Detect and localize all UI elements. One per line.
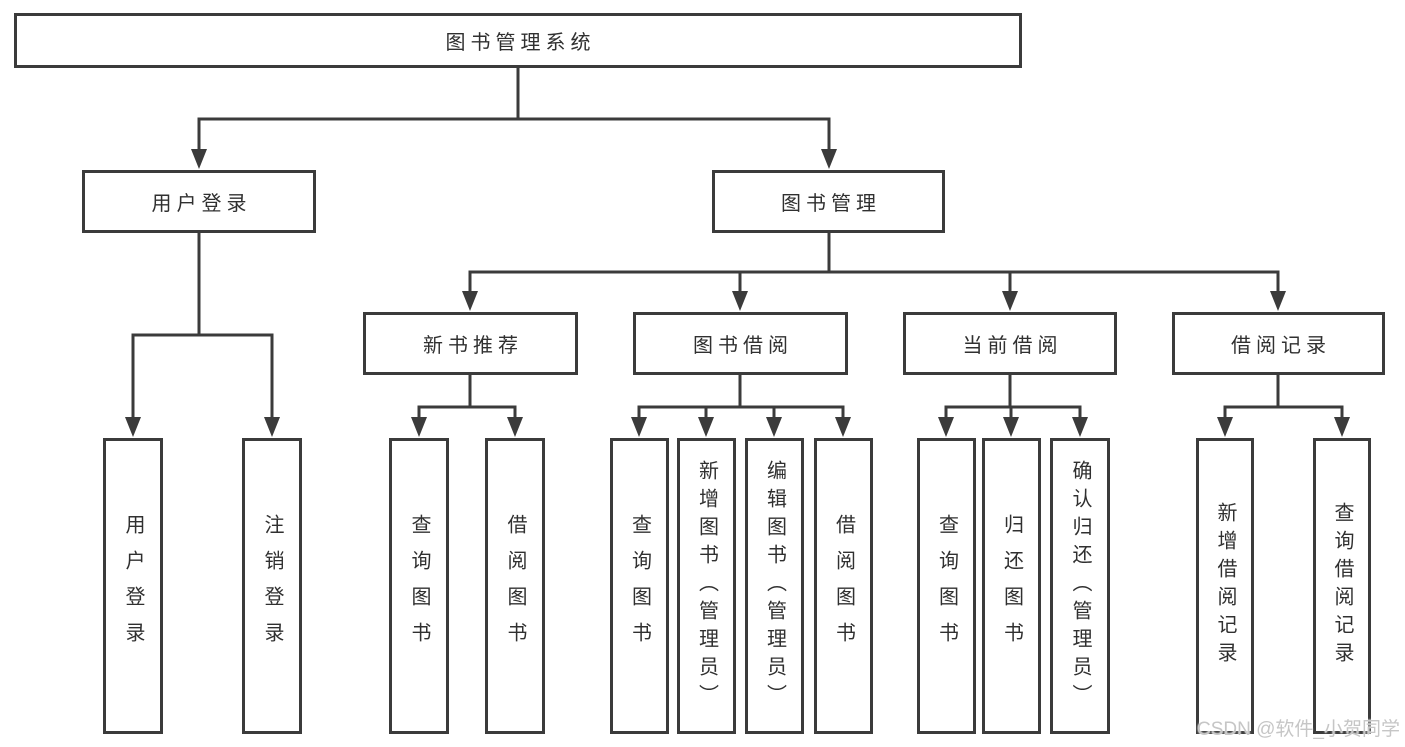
leaf-current-return-books-label: 归还图书 bbox=[1000, 514, 1023, 658]
connector-root-to-level2 bbox=[191, 68, 837, 169]
leaf-records-add-record: 新增借阅记录 bbox=[1196, 438, 1254, 734]
arrowhead bbox=[1072, 417, 1088, 437]
leaf-recommend-query-books-label: 查询图书 bbox=[408, 514, 430, 658]
node-root: 图书管理系统 bbox=[14, 13, 1022, 68]
leaf-logout: 注销登录 bbox=[242, 438, 302, 734]
arrowhead bbox=[125, 417, 141, 437]
arrowhead bbox=[191, 149, 207, 169]
leaf-recommend-query-books: 查询图书 bbox=[389, 438, 449, 734]
leaf-borrow-borrow-books: 借阅图书 bbox=[814, 438, 873, 734]
arrowhead bbox=[821, 149, 837, 169]
connector-management-to-sections bbox=[462, 233, 1286, 311]
connector-records-to-children bbox=[1217, 375, 1350, 437]
leaf-borrow-edit-books-admin: 编辑图书（管理员） bbox=[745, 438, 804, 734]
node-borrow-records-label: 借阅记录 bbox=[1231, 335, 1331, 357]
arrowhead bbox=[462, 291, 478, 311]
arrowhead bbox=[507, 417, 523, 437]
leaf-user-login: 用户登录 bbox=[103, 438, 163, 734]
node-borrow-records: 借阅记录 bbox=[1172, 312, 1385, 375]
arrowhead bbox=[732, 291, 748, 311]
node-user-login: 用户登录 bbox=[82, 170, 316, 233]
leaf-borrow-borrow-books-label: 借阅图书 bbox=[832, 514, 855, 658]
connector-recommend-to-children bbox=[411, 375, 523, 437]
connector-login-to-children bbox=[125, 233, 280, 437]
leaf-borrow-query-books: 查询图书 bbox=[610, 438, 669, 734]
arrowhead bbox=[631, 417, 647, 437]
arrowhead bbox=[1334, 417, 1350, 437]
node-root-label: 图书管理系统 bbox=[445, 32, 596, 54]
leaf-current-confirm-return-admin-label: 确认归还（管理员） bbox=[1069, 460, 1091, 712]
leaf-borrow-add-books-admin-label: 新增图书（管理员） bbox=[695, 460, 718, 712]
arrowhead bbox=[411, 417, 427, 437]
leaf-records-query-record: 查询借阅记录 bbox=[1313, 438, 1371, 734]
node-current-borrow-label: 当前借阅 bbox=[962, 335, 1063, 357]
csdn-watermark: CSDN @软件_小贺同学 bbox=[1197, 719, 1400, 740]
arrowhead bbox=[1217, 417, 1233, 437]
connector-borrow-to-children bbox=[631, 375, 851, 437]
arrowhead bbox=[264, 417, 280, 437]
node-book-management: 图书管理 bbox=[712, 170, 945, 233]
node-book-borrow-label: 图书借阅 bbox=[693, 335, 793, 357]
node-new-book-recommend-label: 新书推荐 bbox=[423, 335, 523, 357]
arrowhead bbox=[1270, 291, 1286, 311]
leaf-records-query-record-label: 查询借阅记录 bbox=[1331, 502, 1353, 670]
arrowhead bbox=[766, 417, 782, 437]
node-new-book-recommend: 新书推荐 bbox=[363, 312, 578, 375]
leaf-borrow-add-books-admin: 新增图书（管理员） bbox=[677, 438, 736, 734]
arrowhead bbox=[835, 417, 851, 437]
leaf-current-query-books-label: 查询图书 bbox=[935, 514, 958, 658]
connector-current-to-children bbox=[938, 375, 1088, 437]
arrowhead bbox=[1003, 417, 1019, 437]
node-book-borrow: 图书借阅 bbox=[633, 312, 848, 375]
leaf-user-login-label: 用户登录 bbox=[122, 514, 144, 658]
node-current-borrow: 当前借阅 bbox=[903, 312, 1117, 375]
node-book-management-label: 图书管理 bbox=[781, 193, 881, 215]
arrowhead bbox=[1002, 291, 1018, 311]
leaf-borrow-query-books-label: 查询图书 bbox=[628, 514, 651, 658]
leaf-records-add-record-label: 新增借阅记录 bbox=[1214, 502, 1236, 670]
leaf-current-return-books: 归还图书 bbox=[982, 438, 1041, 734]
leaf-logout-label: 注销登录 bbox=[261, 514, 283, 658]
arrowhead bbox=[938, 417, 954, 437]
leaf-current-confirm-return-admin: 确认归还（管理员） bbox=[1050, 438, 1110, 734]
leaf-recommend-borrow-books: 借阅图书 bbox=[485, 438, 545, 734]
arrowhead bbox=[698, 417, 714, 437]
leaf-borrow-edit-books-admin-label: 编辑图书（管理员） bbox=[763, 460, 786, 712]
leaf-current-query-books: 查询图书 bbox=[917, 438, 976, 734]
node-user-login-label: 用户登录 bbox=[151, 193, 252, 215]
leaf-recommend-borrow-books-label: 借阅图书 bbox=[504, 514, 526, 658]
